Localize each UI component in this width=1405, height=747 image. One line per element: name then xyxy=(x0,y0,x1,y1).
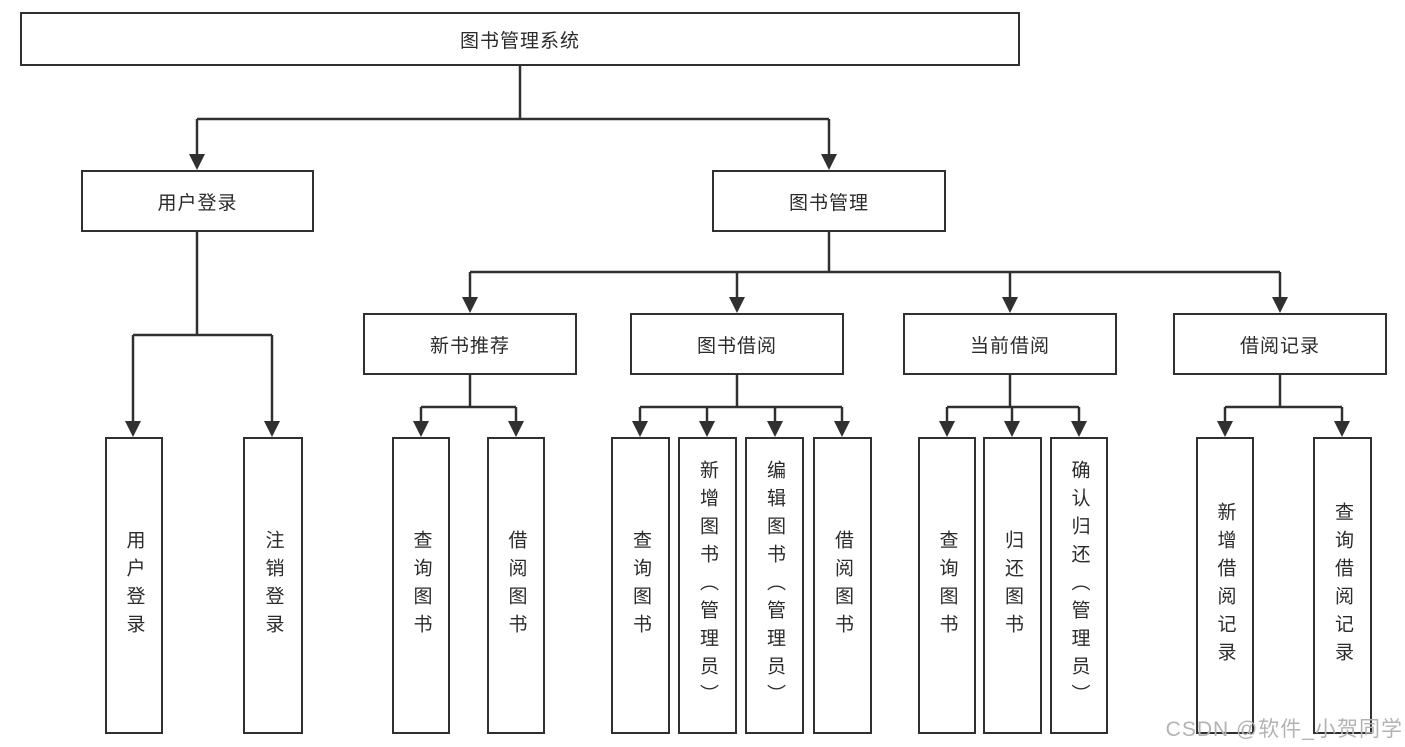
leaf-borrowing-edit-admin-label: 编辑图书（管理员） xyxy=(764,459,785,712)
leaf-current-confirm-return-admin-label: 确认归还（管理员） xyxy=(1068,459,1090,712)
leaf-borrowing-borrow: 借阅图书 xyxy=(813,437,872,734)
leaf-current-query: 查询图书 xyxy=(918,437,976,734)
node-book-borrowing-label: 图书借阅 xyxy=(696,335,777,357)
leaf-borrowing-borrow-label: 借阅图书 xyxy=(832,529,853,642)
arrowheads xyxy=(125,154,1350,437)
leaf-newbooks-borrow: 借阅图书 xyxy=(487,437,545,734)
leaf-newbooks-query-label: 查询图书 xyxy=(410,529,432,642)
leaf-user-login: 用户登录 xyxy=(105,437,163,734)
leaf-records-query: 查询借阅记录 xyxy=(1313,437,1372,734)
leaf-current-confirm-return-admin: 确认归还（管理员） xyxy=(1050,437,1108,734)
leaf-newbooks-query: 查询图书 xyxy=(392,437,450,734)
node-current-borrowing-label: 当前借阅 xyxy=(969,335,1050,357)
leaf-records-query-label: 查询借阅记录 xyxy=(1332,501,1353,670)
leaf-user-login-label: 用户登录 xyxy=(123,529,145,642)
leaf-current-return: 归还图书 xyxy=(983,437,1042,734)
leaf-newbooks-borrow-label: 借阅图书 xyxy=(505,529,527,642)
leaf-borrowing-add-admin-label: 新增图书（管理员） xyxy=(697,459,718,712)
node-current-borrowing: 当前借阅 xyxy=(903,313,1117,375)
node-user-login: 用户登录 xyxy=(81,170,314,232)
leaf-borrowing-query-label: 查询图书 xyxy=(630,529,651,642)
node-new-book-recommend: 新书推荐 xyxy=(363,313,577,375)
node-borrowing-records: 借阅记录 xyxy=(1173,313,1387,375)
csdn-watermark: CSDN @软件_小贺同学 xyxy=(1165,718,1403,741)
leaf-records-add-label: 新增借阅记录 xyxy=(1214,501,1236,670)
node-borrowing-records-label: 借阅记录 xyxy=(1239,335,1320,357)
leaf-current-query-label: 查询图书 xyxy=(936,529,958,642)
node-new-book-recommend-label: 新书推荐 xyxy=(429,335,510,357)
node-book-management-label: 图书管理 xyxy=(788,192,869,214)
leaf-borrowing-add-admin: 新增图书（管理员） xyxy=(678,437,737,734)
node-book-management: 图书管理 xyxy=(712,170,946,232)
node-user-login-label: 用户登录 xyxy=(157,192,238,214)
leaf-borrowing-query: 查询图书 xyxy=(611,437,670,734)
node-book-borrowing: 图书借阅 xyxy=(630,313,844,375)
leaf-current-return-label: 归还图书 xyxy=(1002,529,1023,642)
node-root-label: 图书管理系统 xyxy=(459,30,580,52)
leaf-borrowing-edit-admin: 编辑图书（管理员） xyxy=(745,437,804,734)
node-root-system: 图书管理系统 xyxy=(20,12,1020,66)
leaf-logout-label: 注销登录 xyxy=(262,529,284,642)
leaf-records-add: 新增借阅记录 xyxy=(1196,437,1254,734)
leaf-logout: 注销登录 xyxy=(243,437,303,734)
